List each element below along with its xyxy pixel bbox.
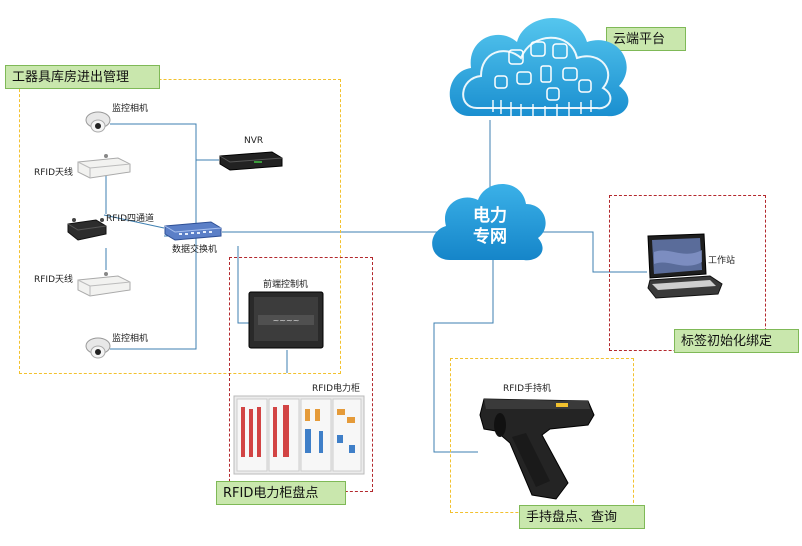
- svg-text:~~~~: ~~~~: [273, 316, 300, 325]
- handheld-check-label: 手持盘点、查询: [519, 505, 645, 529]
- camera-top-label: 监控相机: [112, 104, 149, 114]
- camera-bottom-label: 监控相机: [112, 334, 149, 344]
- network-switch-icon: [164, 221, 222, 241]
- antenna-bottom-label: RFID天线: [34, 275, 74, 285]
- power-network-cloud-icon: [432, 183, 546, 261]
- front-controller-label: 前端控制机: [263, 280, 309, 290]
- antenna-icon: [77, 272, 131, 297]
- workstation-icon: [647, 233, 723, 299]
- antenna-top-label: RFID天线: [34, 168, 74, 178]
- nvr-label: NVR: [244, 136, 264, 146]
- rfid-reader-icon: [67, 218, 107, 241]
- switch-label: 数据交换机: [172, 245, 218, 255]
- cabinet-check-label: RFID电力柜盘点: [216, 481, 346, 505]
- nvr-icon: [219, 151, 283, 171]
- network-label-line1: 电力: [473, 206, 507, 226]
- antenna-icon: [77, 154, 131, 179]
- reader-label: RFID四通道: [106, 214, 155, 224]
- network-label-line2: 专网: [473, 227, 507, 247]
- power-cabinet-label: RFID电力柜: [312, 384, 361, 394]
- workstation-label: 工作站: [708, 256, 736, 266]
- camera-icon: [85, 337, 111, 359]
- monitor-icon: ~~~~: [248, 291, 324, 349]
- cloud-platform-label: 云端平台: [606, 27, 686, 51]
- warehouse-label: 工器具库房进出管理: [5, 65, 160, 89]
- handheld-reader-icon: [479, 398, 595, 500]
- tag-binding-label: 标签初始化绑定: [674, 329, 799, 353]
- camera-icon: [85, 111, 111, 133]
- warehouse-region: [19, 79, 341, 374]
- handheld-label: RFID手持机: [503, 384, 552, 394]
- cabinet-icon: [233, 395, 365, 475]
- cloud-icon: [449, 17, 629, 120]
